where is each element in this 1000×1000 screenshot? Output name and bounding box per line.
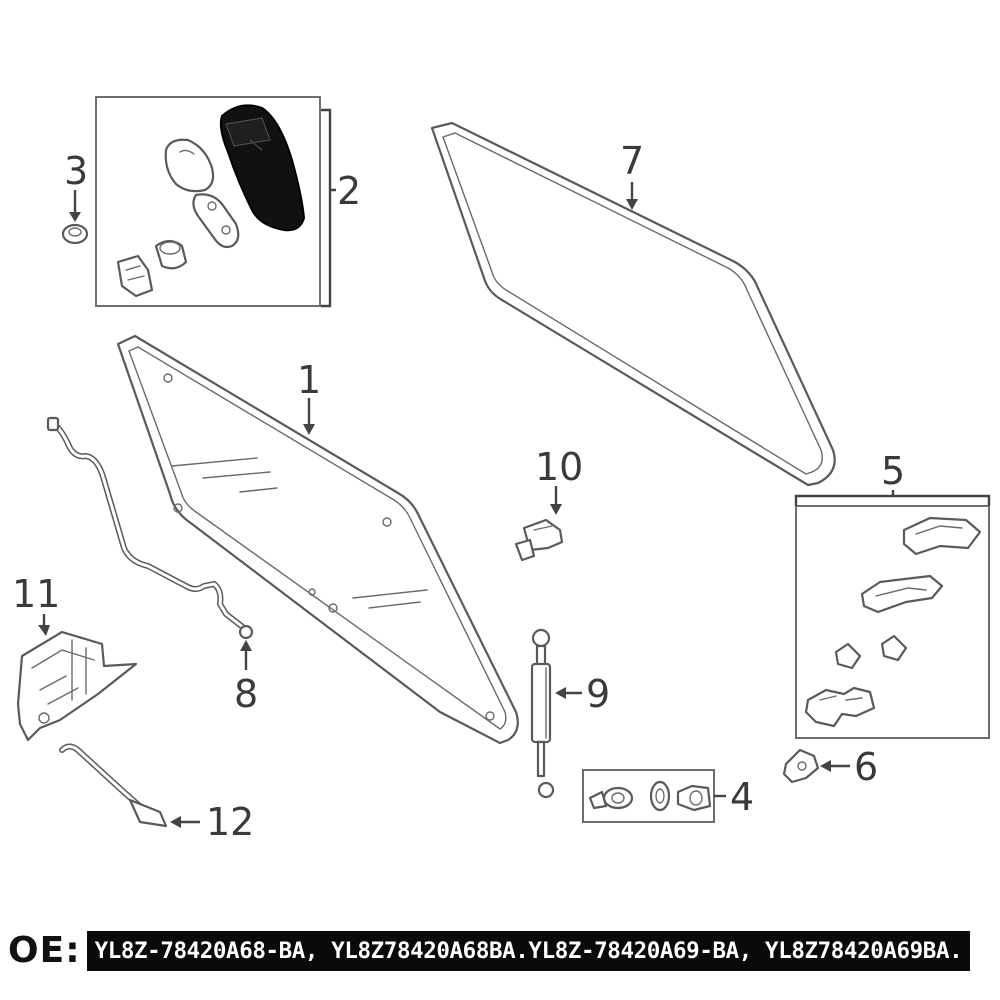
hinge-assembly — [116, 138, 240, 298]
bumper-stop-set — [588, 780, 712, 812]
retaining-clip — [514, 518, 564, 562]
callout-2: 2 — [337, 169, 361, 213]
gas-strut — [530, 628, 555, 799]
callout-1: 1 — [297, 358, 321, 402]
latch-rod — [59, 743, 168, 828]
hinge-hardware-set — [804, 516, 982, 728]
black-hinge-cover — [219, 104, 306, 232]
callout-7: 7 — [620, 139, 644, 183]
callout-10: 10 — [535, 445, 583, 489]
oe-part-numbers: YL8Z-78420A68-BA, YL8Z78420A68BA.YL8Z-78… — [86, 931, 971, 971]
liftgate-latch — [16, 630, 138, 742]
part-5-group-frame — [795, 505, 990, 739]
callout-3: 3 — [64, 149, 88, 193]
oe-number-bar: OE: YL8Z-78420A68-BA, YL8Z78420A68BA.YL8… — [8, 930, 971, 971]
callout-5: 5 — [881, 449, 905, 493]
callout-11: 11 — [12, 572, 60, 616]
callout-9: 9 — [586, 672, 610, 716]
callout-6: 6 — [854, 745, 878, 789]
callout-4: 4 — [730, 775, 754, 819]
weatherstrip-seal — [430, 121, 836, 487]
release-cable — [46, 416, 254, 640]
oe-prefix-label: OE: — [8, 930, 81, 971]
bushing — [61, 223, 89, 245]
nut-clip — [782, 748, 820, 784]
callout-12: 12 — [206, 800, 254, 844]
callout-8: 8 — [234, 672, 258, 716]
liftgate-glass — [116, 334, 519, 745]
leader-lines — [38, 108, 991, 828]
part-2-group-frame — [95, 96, 321, 307]
